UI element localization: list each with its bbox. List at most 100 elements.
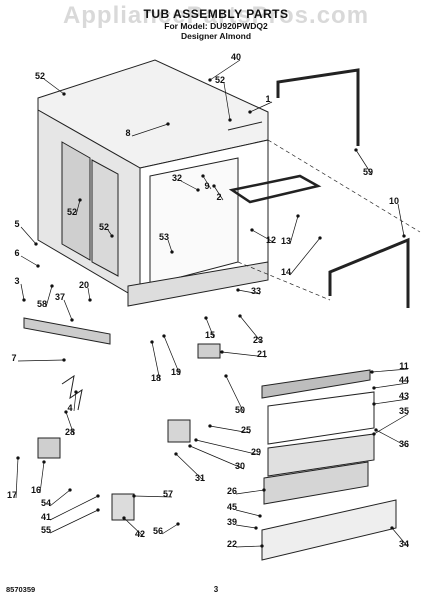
callout-number: 32 — [172, 173, 182, 183]
leader-line — [391, 527, 409, 548]
front-rail — [23, 317, 111, 345]
leader-line — [235, 545, 263, 548]
callout-number: 4 — [67, 403, 72, 413]
door-gasket-top — [276, 68, 360, 146]
callout-number: 56 — [153, 526, 163, 536]
leader-dot — [194, 438, 198, 442]
door-panel-43 — [267, 391, 375, 445]
callout-number: 52 — [67, 207, 77, 217]
callout-number: 11 — [399, 361, 409, 371]
leader-line — [75, 199, 81, 216]
leader-line — [235, 524, 257, 529]
leader-line — [205, 317, 215, 339]
leader-line — [73, 391, 77, 412]
leader-line — [123, 517, 145, 538]
leader-dot — [370, 370, 374, 374]
leader-line — [239, 315, 263, 344]
leader-dot — [208, 424, 212, 428]
leader-dot — [260, 544, 264, 548]
leader-line — [237, 289, 261, 295]
leader-dot — [88, 298, 92, 302]
callout-number: 52 — [35, 71, 45, 81]
leader-line — [373, 413, 409, 435]
leader-line — [235, 509, 261, 517]
tub-base-frame — [127, 261, 269, 307]
leader-line — [161, 523, 179, 535]
leader-dot — [150, 340, 154, 344]
leader-line — [131, 123, 169, 137]
leader-dot — [372, 432, 376, 436]
leader-dot — [68, 488, 72, 492]
header: TUB ASSEMBLY PARTS For Model: DU920PWDQ2… — [0, 8, 432, 42]
leader-dot — [78, 198, 82, 202]
leader-line — [249, 101, 273, 113]
leader-line — [213, 185, 224, 201]
callout-number: 59 — [363, 167, 373, 177]
leader-line — [251, 229, 276, 244]
leader-dot — [50, 284, 54, 288]
callout-number: 7 — [11, 353, 16, 363]
callout-number: 50 — [235, 405, 245, 415]
leader-line — [209, 59, 241, 81]
leader-dot — [42, 460, 46, 464]
callout-number: 36 — [399, 439, 409, 449]
callout-number: 23 — [253, 335, 263, 345]
leader-line — [373, 398, 409, 405]
leader-line — [167, 239, 173, 253]
leader-dot — [402, 234, 406, 238]
leader-line — [87, 287, 91, 301]
side-panel-rib — [91, 159, 119, 277]
leader-line — [202, 175, 212, 190]
leader-dot — [254, 526, 258, 530]
plate-21 — [197, 343, 221, 359]
leader-dot — [62, 358, 66, 362]
callout-number: 37 — [55, 292, 65, 302]
callout-number: 14 — [281, 267, 291, 277]
watermark: AppliancePartsPros.com — [62, 2, 370, 29]
callout-number: 58 — [37, 299, 47, 309]
leader-dot — [318, 236, 322, 240]
spring-28 — [61, 374, 83, 411]
leader-line — [20, 226, 37, 245]
leader-dot — [372, 402, 376, 406]
callout-number: 2 — [216, 192, 221, 202]
leader-dot — [250, 228, 254, 232]
leader-dot — [354, 148, 358, 152]
callout-number: 43 — [399, 391, 409, 401]
leader-line — [289, 237, 321, 276]
leader-dot — [262, 488, 266, 492]
leader-dot — [62, 92, 66, 96]
vent-gasket — [228, 174, 322, 204]
leader-dot — [236, 288, 240, 292]
model-line: For Model: DU920PWDQ2 — [164, 21, 268, 31]
leader-dot — [64, 410, 68, 414]
callout-number: 57 — [163, 489, 173, 499]
leader-dot — [162, 334, 166, 338]
callout-number: 12 — [266, 235, 276, 245]
callout-number: 13 — [281, 236, 291, 246]
leader-dot — [96, 508, 100, 512]
callout-number: 28 — [65, 427, 75, 437]
leader-dot — [296, 214, 300, 218]
leader-line — [397, 203, 405, 237]
callout-number: 31 — [195, 473, 205, 483]
leader-dot — [220, 350, 224, 354]
color-line: Designer Almond — [180, 31, 252, 41]
callout-number: 20 — [79, 280, 89, 290]
leader-line — [195, 439, 261, 456]
callout-number: 42 — [135, 529, 145, 539]
callout-number: 35 — [399, 406, 409, 416]
callout-number: 33 — [251, 286, 261, 296]
leader-line — [375, 429, 409, 448]
callout-number: 41 — [41, 512, 51, 522]
leader-dot — [196, 188, 200, 192]
leader-dot — [36, 264, 40, 268]
leader-line — [49, 495, 99, 521]
leader-dot — [74, 390, 78, 394]
leader-line — [43, 78, 65, 95]
leader-line — [65, 411, 75, 436]
door-panel-35 — [267, 433, 375, 477]
leader-dot — [34, 242, 38, 246]
leader-dot — [248, 110, 252, 114]
